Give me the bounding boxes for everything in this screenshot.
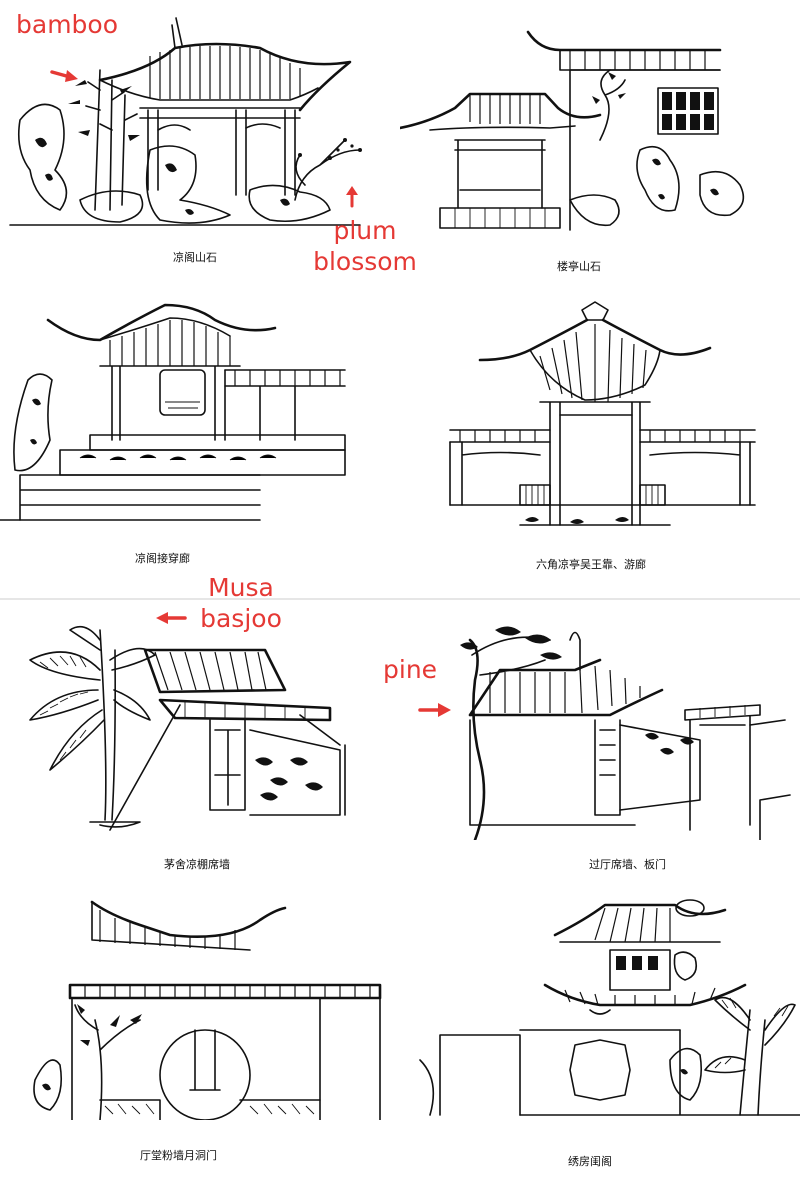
caption-boudoir: 绣房闺阁: [568, 1155, 612, 1168]
panel-boudoir: 绣房闺阁: [400, 880, 800, 1200]
pavilion-rockery-drawing: [9, 17, 362, 226]
hall-pine-drawing: [460, 626, 791, 840]
panel-pavilion-rockery: 凉阁山石: [0, 0, 400, 290]
hexagonal-pavilion-drawing: [449, 301, 756, 526]
caption-hall-pine: 过厅席墙、板门: [589, 858, 666, 871]
boudoir-drawing: [419, 899, 800, 1116]
caption-thatched-hut: 茅舍凉棚席墙: [164, 858, 230, 871]
panel-thatched-hut: 茅舍凉棚席墙: [0, 600, 400, 880]
annotation-musa-line1: Musa: [208, 573, 274, 602]
annotation-bamboo: bamboo: [16, 10, 119, 39]
caption-hexagonal-pavilion: 六角凉亭吴王靠、游廊: [536, 558, 646, 571]
annotation-plum-line1: plum: [333, 216, 397, 245]
plum-arrow-icon: [346, 186, 358, 208]
pine-arrow-icon: [418, 703, 451, 717]
bamboo-arrow-icon: [50, 70, 78, 82]
annotation-plum-blossom: plum blossom: [305, 215, 425, 277]
annotation-musa-line2: basjoo: [200, 604, 282, 633]
annotation-pine: pine: [383, 655, 438, 684]
panel-moon-gate: 厅堂粉墙月洞门: [0, 880, 400, 1200]
panel-pavilion-corridor: 凉阁接穿廊: [0, 290, 400, 598]
sheet-divider: [0, 598, 800, 600]
tower-rockery-drawing: [400, 30, 745, 231]
caption-pavilion-rockery: 凉阁山石: [173, 251, 217, 264]
annotation-plum-line2: blossom: [313, 247, 417, 276]
thatched-hut-drawing: [29, 625, 346, 831]
moon-gate-drawing: [33, 900, 382, 1120]
caption-moon-gate: 厅堂粉墙月洞门: [140, 1149, 217, 1162]
annotation-musa-basjoo: Musa basjoo: [196, 572, 286, 634]
caption-pavilion-corridor: 凉阁接穿廊: [135, 552, 190, 565]
panel-tower-rockery: 楼亭山石: [400, 0, 800, 290]
panel-hall-pine: 过厅席墙、板门: [400, 600, 800, 880]
pavilion-corridor-drawing: [0, 303, 346, 521]
musa-arrow-icon: [156, 612, 187, 624]
panel-hexagonal-pavilion: 六角凉亭吴王靠、游廊: [400, 290, 800, 598]
caption-tower-rockery: 楼亭山石: [557, 260, 601, 273]
